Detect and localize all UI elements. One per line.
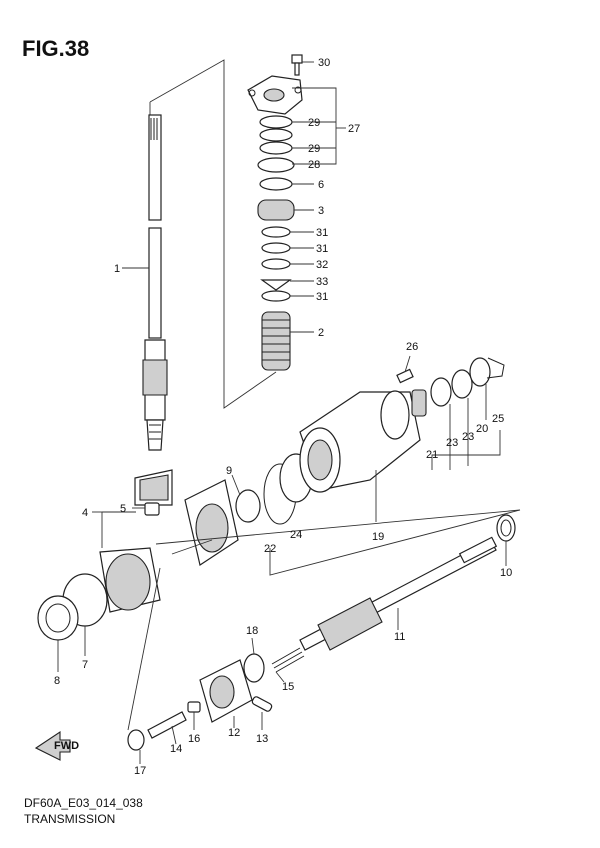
part-14-push-rod bbox=[147, 711, 187, 739]
callout-21: 21 bbox=[426, 449, 438, 461]
callout-2: 2 bbox=[318, 327, 324, 339]
callout-31-c: 31 bbox=[316, 291, 328, 303]
part-17-clip bbox=[127, 729, 145, 751]
callout-4: 4 bbox=[82, 507, 88, 519]
callout-10: 10 bbox=[500, 567, 512, 579]
callout-6: 6 bbox=[318, 179, 324, 191]
callout-8: 8 bbox=[54, 675, 60, 687]
callout-25: 25 bbox=[492, 413, 504, 425]
bracket-22 bbox=[269, 509, 521, 576]
part-4-pinion-gear bbox=[134, 469, 173, 506]
callout-31-a: 31 bbox=[316, 227, 328, 239]
bracket-left-diag bbox=[127, 567, 161, 731]
fwd-label: FWD bbox=[54, 740, 79, 752]
callout-29-bottom: 29 bbox=[308, 143, 320, 155]
callout-20: 20 bbox=[476, 423, 488, 435]
part-12-clutch-dog bbox=[199, 659, 253, 723]
figure-title: FIG.38 bbox=[22, 36, 90, 61]
part-18-ring bbox=[243, 653, 265, 683]
callout-13: 13 bbox=[256, 733, 268, 745]
figure-caption: TRANSMISSION bbox=[24, 812, 116, 826]
callout-19: 19 bbox=[372, 531, 384, 543]
part-5-nut bbox=[144, 502, 160, 516]
part-19-gear-case-housing bbox=[299, 390, 421, 493]
callout-1: 1 bbox=[114, 263, 120, 275]
part-15-spring bbox=[271, 647, 305, 673]
ring-stack bbox=[257, 115, 295, 302]
bracket-right-seals bbox=[431, 430, 501, 470]
drawing-code: DF60A_E03_014_038 bbox=[24, 796, 143, 810]
callout-16: 16 bbox=[188, 733, 200, 745]
part-2-spring bbox=[261, 311, 291, 371]
callout-24: 24 bbox=[290, 529, 302, 541]
callout-15: 15 bbox=[282, 681, 294, 693]
part-10-washer bbox=[496, 514, 516, 542]
callout-26: 26 bbox=[406, 341, 418, 353]
bracket-27 bbox=[292, 87, 337, 165]
callout-32: 32 bbox=[316, 259, 328, 271]
callout-18: 18 bbox=[246, 625, 258, 637]
callout-33: 33 bbox=[316, 276, 328, 288]
callout-3: 3 bbox=[318, 205, 324, 217]
callout-29-top: 29 bbox=[308, 117, 320, 129]
callout-17: 17 bbox=[134, 765, 146, 777]
part-1-drive-shaft bbox=[142, 114, 168, 451]
callout-22: 22 bbox=[264, 543, 276, 555]
callout-31-b: 31 bbox=[316, 243, 328, 255]
fwd-direction-arrow: FWD bbox=[34, 730, 79, 761]
reverse-gear-assembly bbox=[184, 453, 313, 566]
frame-line-shaft bbox=[149, 59, 277, 409]
part-16-pin bbox=[187, 701, 201, 713]
callout-23-a: 23 bbox=[446, 437, 458, 449]
callout-11: 11 bbox=[394, 631, 405, 643]
forward-gear-assembly bbox=[37, 547, 161, 641]
part-13-pin bbox=[251, 696, 273, 712]
callout-27: 27 bbox=[348, 123, 360, 135]
part-27-bearing-housing bbox=[247, 75, 303, 115]
callout-12: 12 bbox=[228, 727, 240, 739]
callout-9: 9 bbox=[226, 465, 232, 477]
callout-30: 30 bbox=[318, 57, 330, 69]
callout-14: 14 bbox=[170, 743, 182, 755]
callout-7: 7 bbox=[82, 659, 88, 671]
part-26-screw bbox=[396, 368, 414, 384]
right-seal-stack bbox=[411, 357, 505, 417]
part-11-propeller-shaft bbox=[299, 536, 498, 651]
callout-28: 28 bbox=[308, 159, 320, 171]
callout-5: 5 bbox=[120, 503, 126, 515]
part-30-bolt bbox=[291, 54, 303, 76]
callout-23-b: 23 bbox=[462, 431, 474, 443]
